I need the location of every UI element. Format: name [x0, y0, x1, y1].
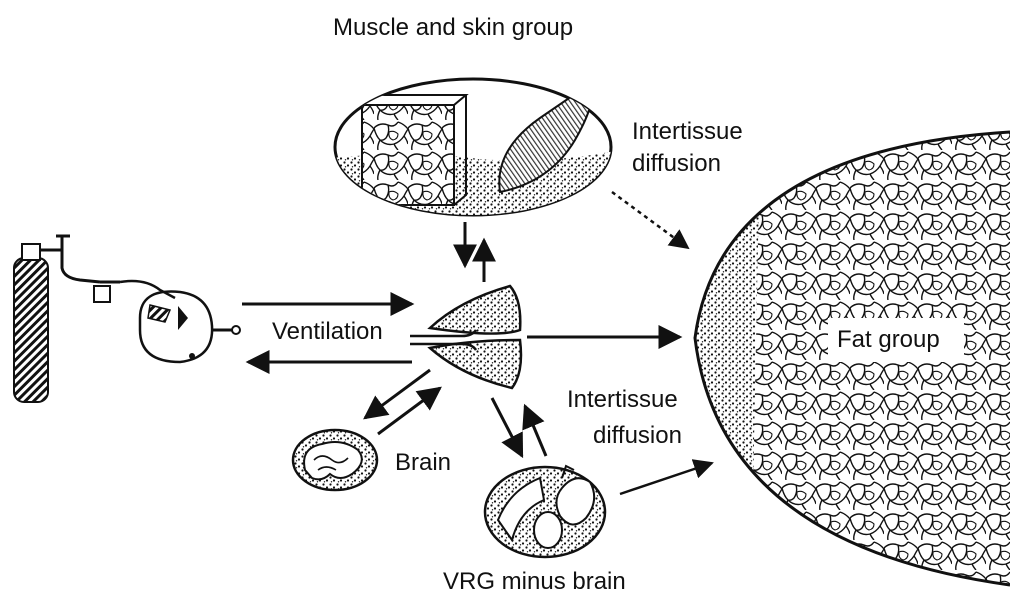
intertissue-diffusion-bottom-label-2: diffusion [593, 422, 682, 450]
intertissue-diffusion-top-label-1: Intertissue [632, 118, 743, 146]
anesthesia-gas-cylinder-icon [14, 236, 120, 402]
brain-label: Brain [395, 449, 451, 477]
muscle-skin-tissue-icon [330, 79, 620, 220]
vrg-to-fat-diffusion-arrow [620, 463, 712, 494]
vrg-minus-brain-label: VRG minus brain [443, 568, 626, 596]
muscle-to-fat-diffusion-arrow [612, 192, 688, 248]
muscle-skin-group-label: Muscle and skin group [333, 14, 573, 42]
heart-organs-icon [485, 466, 605, 557]
ventilation-label: Ventilation [272, 318, 383, 346]
intertissue-diffusion-bottom-label-1: Intertissue [567, 386, 678, 414]
fat-tissue-icon [690, 130, 1010, 590]
fat-group-label: Fat group [837, 326, 940, 354]
brain-icon [293, 430, 377, 490]
vrg-exchange-arrows [492, 398, 546, 456]
muscle-exchange-arrows [465, 222, 484, 282]
breathing-circuit-icon [120, 281, 240, 362]
brain-exchange-arrows [365, 370, 440, 434]
intertissue-diffusion-top-label-2: diffusion [632, 150, 721, 178]
